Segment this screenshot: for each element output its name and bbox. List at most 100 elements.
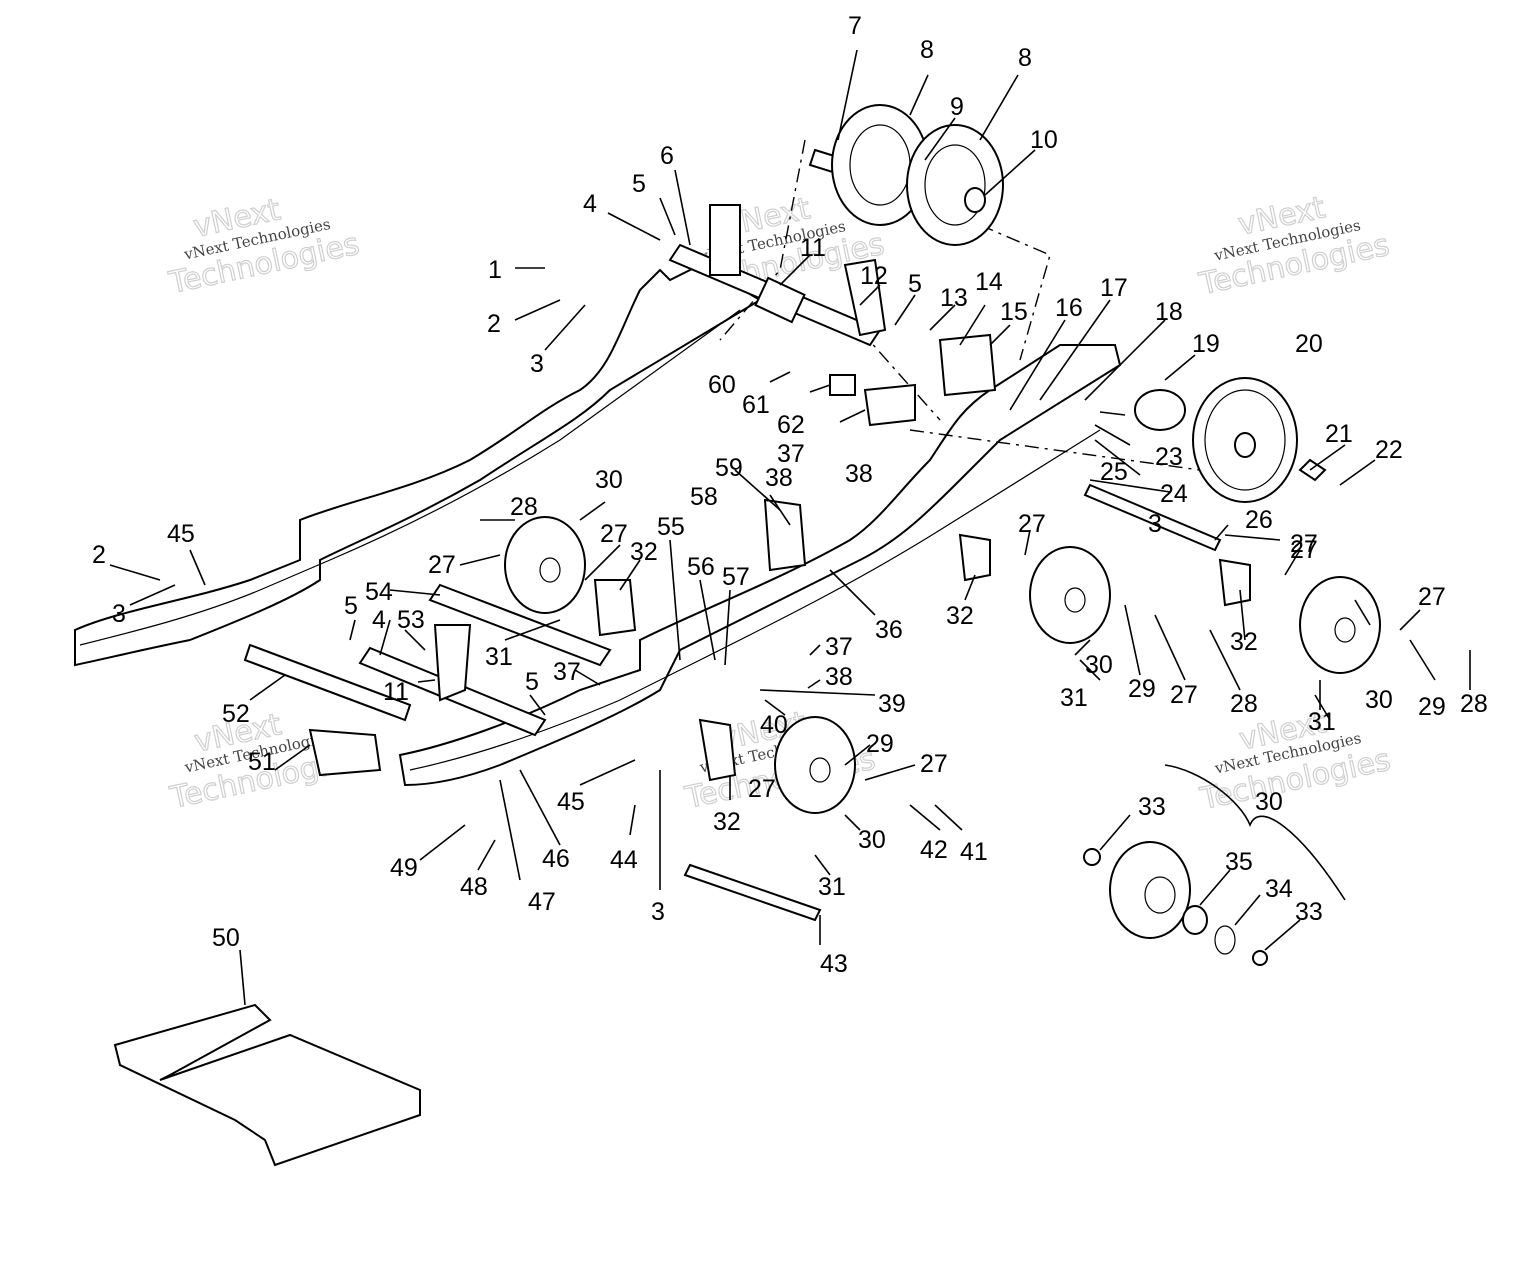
callout-30c: 30 — [595, 466, 623, 494]
wheels — [504, 516, 1381, 966]
callout-31a: 31 — [1060, 684, 1088, 712]
callout-37b: 37 — [825, 633, 853, 661]
callout-5c: 5 — [525, 668, 539, 696]
callout-30d: 30 — [858, 826, 886, 854]
callout-32a: 32 — [946, 602, 974, 630]
callout-22: 22 — [1375, 436, 1403, 464]
callout-27g: 27 — [920, 750, 948, 778]
callout-28a: 28 — [1230, 690, 1258, 718]
assembly-lines — [719, 139, 1201, 471]
callout-30a: 30 — [1085, 651, 1113, 679]
callout-27d: 27 — [1170, 681, 1198, 709]
callout-38c: 38 — [825, 663, 853, 691]
callout-3c: 3 — [651, 898, 665, 926]
leader-lines — [109, 49, 1471, 1006]
callout-5b: 5 — [908, 270, 922, 298]
callout-27e: 27 — [428, 551, 456, 579]
callout-4: 4 — [583, 190, 597, 218]
callout-3: 3 — [530, 350, 544, 378]
callout-4b: 4 — [372, 606, 386, 634]
callout-55: 55 — [657, 513, 685, 541]
callout-31c: 31 — [818, 873, 846, 901]
callout-6: 6 — [660, 142, 674, 170]
callout-40: 40 — [760, 711, 788, 739]
callout-37c: 37 — [553, 658, 581, 686]
callout-54: 54 — [365, 578, 393, 606]
callout-45b: 45 — [167, 520, 195, 548]
callout-58: 58 — [690, 483, 718, 511]
callout-15: 15 — [1000, 298, 1028, 326]
callout-43: 43 — [820, 950, 848, 978]
callout-28b: 28 — [1460, 690, 1488, 718]
right-rail — [398, 344, 1122, 787]
watermark-bottom-right: vNext Technologies vNext Technologies — [1196, 705, 1394, 818]
front-axle — [668, 204, 887, 347]
callout-11b: 11 — [383, 678, 409, 706]
left-rail — [74, 263, 762, 667]
callout-3d: 3 — [112, 600, 126, 628]
callout-5: 5 — [632, 170, 646, 198]
callout-25: 25 — [1100, 458, 1128, 486]
callout-8: 8 — [920, 36, 934, 64]
callout-51: 51 — [248, 748, 276, 776]
callout-16: 16 — [1055, 294, 1083, 322]
callout-30e: 30 — [1255, 788, 1283, 816]
callout-26: 26 — [1245, 506, 1273, 534]
callout-27a: 27 — [1290, 530, 1318, 558]
callout-44: 44 — [610, 846, 638, 874]
callout-14: 14 — [975, 268, 1003, 296]
callout-29a: 29 — [1128, 675, 1156, 703]
callout-9: 9 — [950, 93, 964, 121]
callout-3b: 3 — [1148, 510, 1162, 538]
callout-7: 7 — [848, 12, 862, 40]
callout-34: 34 — [1265, 875, 1293, 903]
callout-labels: 1 2 3 4 5 6 7 8 8 9 10 11 12 5 13 14 15 … — [92, 12, 1488, 978]
watermark-top-right: vNext Technologies vNext Technologies — [1195, 190, 1393, 303]
callout-30b: 30 — [1365, 686, 1393, 714]
callout-8b: 8 — [1018, 44, 1032, 72]
callout-41: 41 — [960, 838, 988, 866]
callout-48: 48 — [460, 873, 488, 901]
callout-56: 56 — [687, 553, 715, 581]
callout-33b: 33 — [1295, 898, 1323, 926]
callout-2: 2 — [487, 310, 501, 338]
callout-20: 20 — [1295, 330, 1323, 358]
callout-23: 23 — [1155, 443, 1183, 471]
callout-32b: 32 — [1230, 628, 1258, 656]
idler-wheel-assembly — [808, 104, 1004, 246]
callout-18: 18 — [1155, 298, 1183, 326]
callout-27f: 27 — [600, 520, 628, 548]
callout-39: 39 — [878, 690, 906, 718]
callout-35: 35 — [1225, 848, 1253, 876]
callout-21: 21 — [1325, 420, 1353, 448]
callout-32d: 32 — [713, 808, 741, 836]
callout-17: 17 — [1100, 274, 1128, 302]
callout-33a: 33 — [1138, 793, 1166, 821]
callout-27c: 27 — [1418, 583, 1446, 611]
large-idler-wheel — [1134, 377, 1327, 503]
callout-38b: 38 — [765, 464, 793, 492]
callout-59: 59 — [715, 454, 743, 482]
callout-11: 11 — [800, 234, 826, 262]
callout-29c: 29 — [866, 730, 894, 758]
callout-60: 60 — [708, 371, 736, 399]
callout-57: 57 — [722, 563, 750, 591]
callout-2b: 2 — [92, 541, 106, 569]
track-section — [113, 1003, 421, 1167]
callout-13: 13 — [940, 284, 968, 312]
callout-42: 42 — [920, 836, 948, 864]
callout-29b: 29 — [1418, 693, 1446, 721]
callout-52: 52 — [222, 700, 250, 728]
callout-45a: 45 — [557, 788, 585, 816]
callout-5d: 5 — [344, 592, 358, 620]
callout-46: 46 — [542, 845, 570, 873]
callout-36: 36 — [875, 616, 903, 644]
callout-19: 19 — [1192, 330, 1220, 358]
callout-10: 10 — [1030, 126, 1058, 154]
callout-62: 62 — [777, 411, 805, 439]
cross-shafts — [243, 483, 1222, 922]
callout-1: 1 — [488, 256, 502, 284]
callout-61: 61 — [742, 391, 770, 419]
brackets — [308, 333, 1251, 782]
